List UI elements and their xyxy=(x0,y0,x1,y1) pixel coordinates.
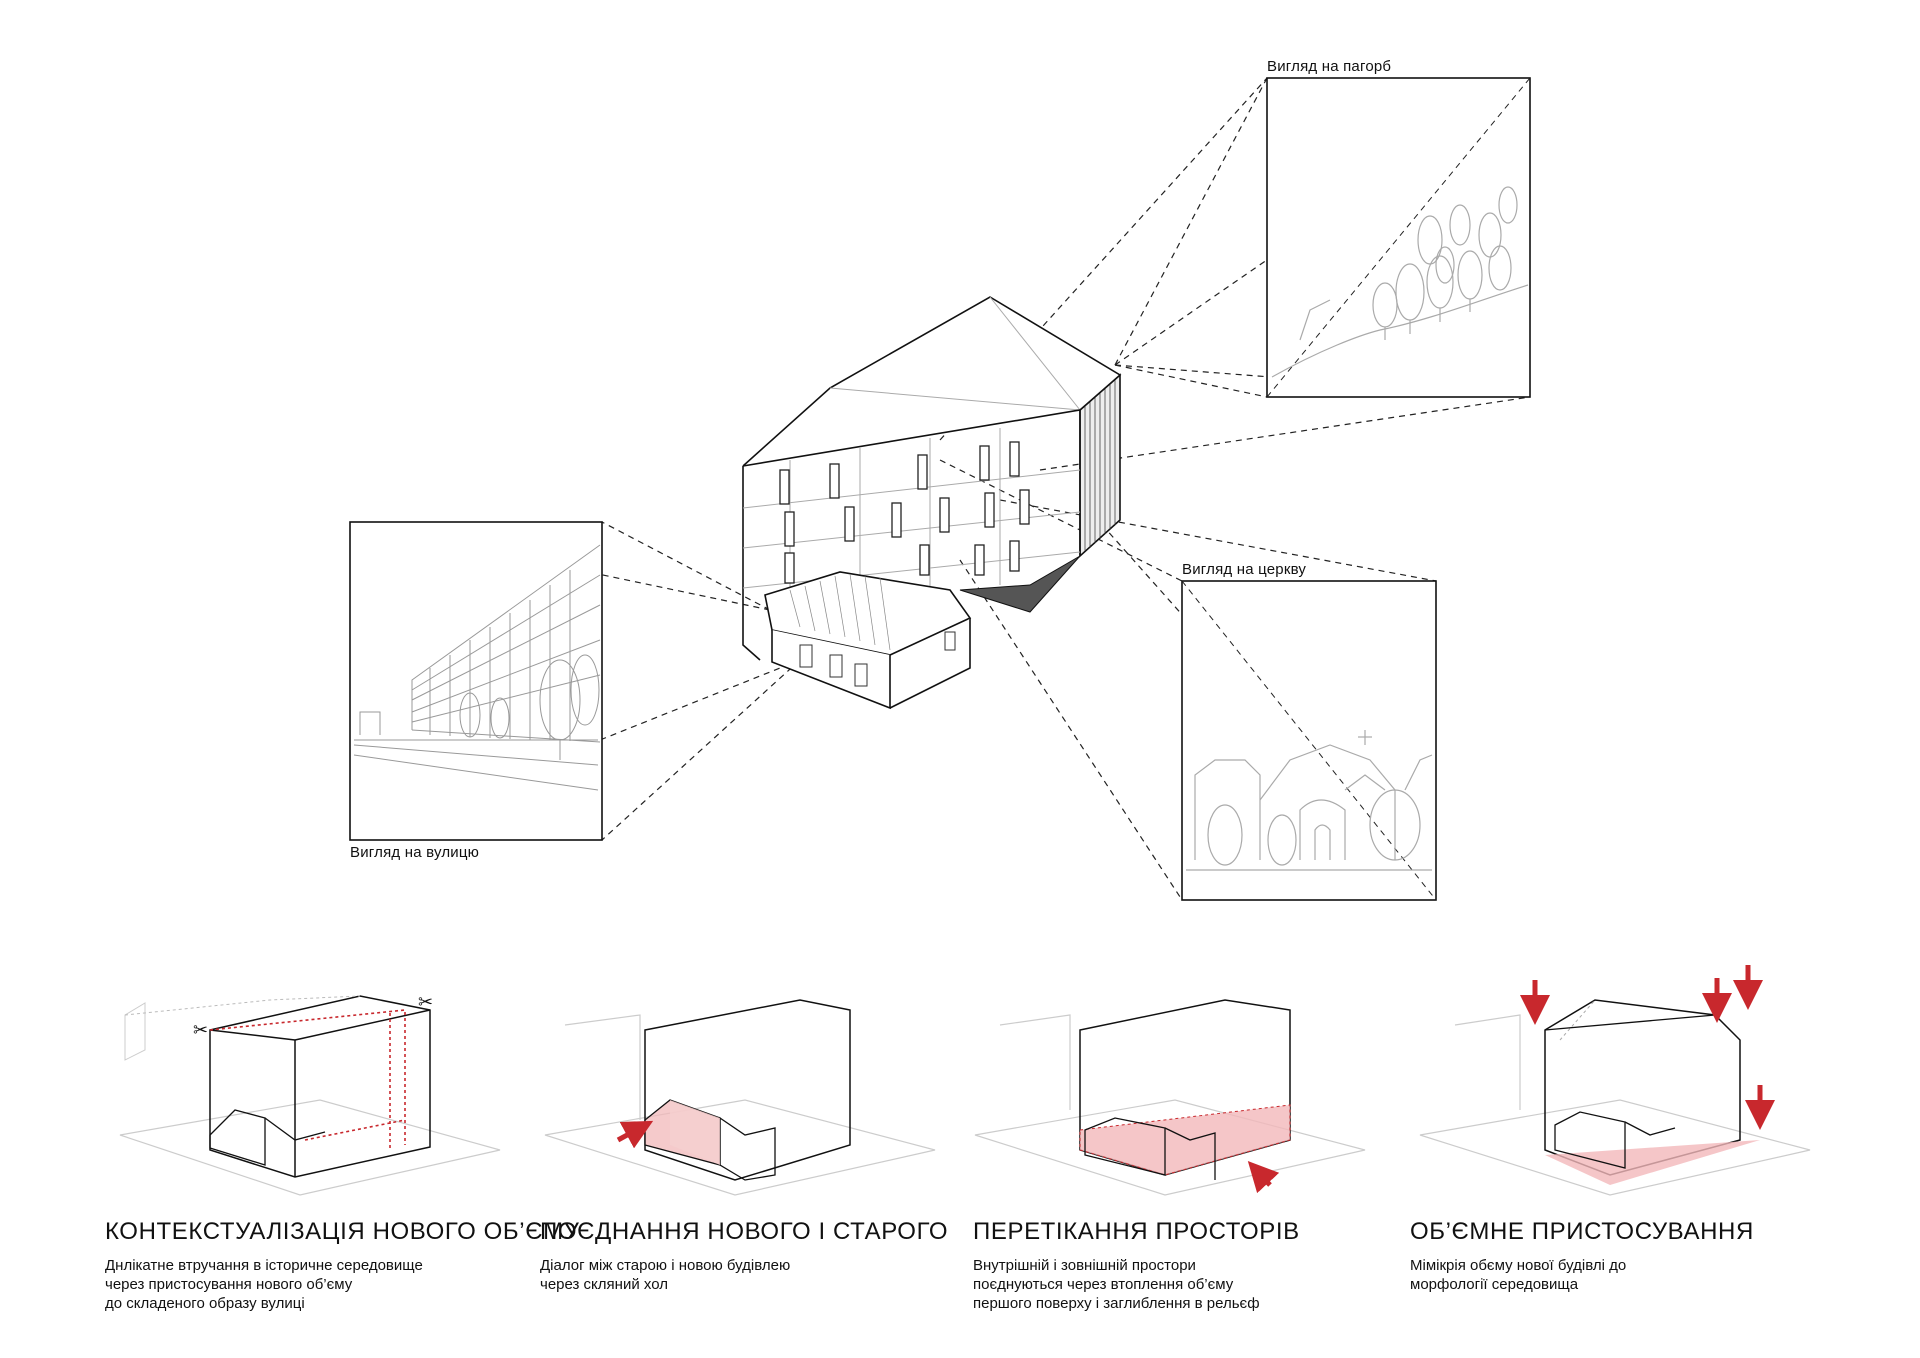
step-line: першого поверху і заглиблення в рельєф xyxy=(973,1295,1260,1312)
scissors-icon: ✂ xyxy=(418,992,433,1012)
step-line: Діалог між старою і новою будівлею xyxy=(540,1257,791,1274)
step-contextualization: КОНТЕКСТУАЛІЗАЦІЯ НОВОГО ОБ’ЄМУ Днлікатн… xyxy=(105,1218,580,1313)
hill-view-frame xyxy=(1266,77,1531,398)
step-line: через скляний хол xyxy=(540,1276,668,1293)
church-view-label: Вигляд на церкву xyxy=(1182,561,1307,578)
step-description: Внутрішній і зовнішній простори поєднуют… xyxy=(973,1256,1373,1313)
red-arrow-icon xyxy=(616,1120,654,1149)
street-view-frame xyxy=(349,521,603,841)
street-view-label: Вигляд на вулицю xyxy=(350,844,480,861)
step-line: поєднуються через втоплення об’єму xyxy=(973,1276,1234,1293)
step-description: Мімікрія обєму нової будівлі до морфолог… xyxy=(1410,1256,1810,1294)
step-description: Днлікатне втручання в історичне середови… xyxy=(105,1256,505,1313)
main-building-axonometric xyxy=(742,296,1122,710)
diagram-contextualization: ✂ ✂ xyxy=(119,992,501,1196)
step-line: морфології середовища xyxy=(1410,1276,1579,1293)
scissors-icon: ✂ xyxy=(193,1020,208,1040)
step-line: через пристосування нового об’єму xyxy=(105,1276,353,1293)
step-title: ПЕРЕТІКАННЯ ПРОСТОРІВ xyxy=(973,1218,1300,1245)
step-title: ПОЄДНАННЯ НОВОГО І СТАРОГО xyxy=(540,1218,949,1245)
diagram-volume-adaptation xyxy=(1419,965,1811,1196)
step-volume-adaptation: ОБ’ЄМНЕ ПРИСТОСУВАННЯ Мімікрія обєму нов… xyxy=(1410,1218,1810,1294)
step-line: Внутрішній і зовнішній простори xyxy=(973,1257,1196,1274)
step-title: КОНТЕКСТУАЛІЗАЦІЯ НОВОГО ОБ’ЄМУ xyxy=(105,1218,580,1245)
church-view-frame xyxy=(1181,580,1437,901)
red-arrow-icon xyxy=(1247,1160,1280,1194)
step-description: Діалог між старою і новою будівлею через… xyxy=(540,1256,940,1294)
step-line: до складеного образу вулиці xyxy=(105,1295,305,1312)
step-line: Мімікрія обєму нової будівлі до xyxy=(1410,1257,1627,1274)
step-line: Днлікатне втручання в історичне середови… xyxy=(105,1257,423,1274)
hill-view-label: Вигляд на пагорб xyxy=(1267,58,1392,75)
step-new-and-old: ПОЄДНАННЯ НОВОГО І СТАРОГО Діалог між ст… xyxy=(540,1218,949,1294)
diagram-new-and-old xyxy=(544,999,936,1196)
step-space-flow: ПЕРЕТІКАННЯ ПРОСТОРІВ Внутрішній і зовні… xyxy=(973,1218,1373,1313)
diagram-space-flow xyxy=(974,999,1366,1196)
step-title: ОБ’ЄМНЕ ПРИСТОСУВАННЯ xyxy=(1410,1218,1754,1245)
